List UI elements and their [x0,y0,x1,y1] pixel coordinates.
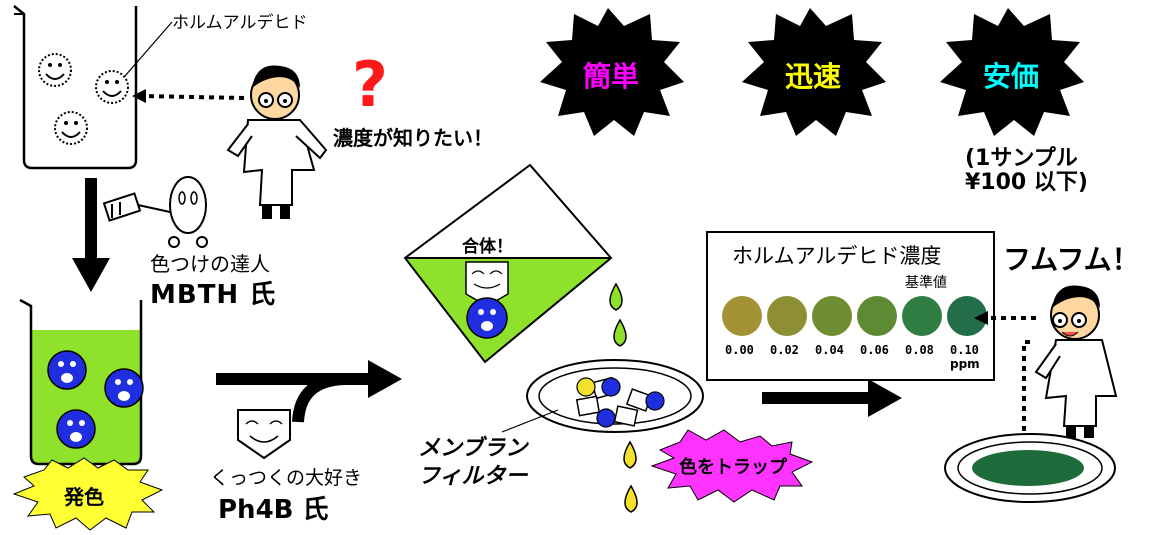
badge-cheap: 安価 [940,8,1084,136]
beaker-top [13,5,138,170]
swatch-value-0.04: 0.04 [815,343,844,357]
mbth-character [102,176,208,248]
color-chart-swatches [722,296,987,336]
membrane-pointer-line [501,409,559,433]
green-drop [609,282,623,311]
coloring-master-label: 色つけの達人 [150,252,270,276]
badge-cheap-text: 安価 [983,60,1039,93]
badge-easy-text: 簡単 [583,60,639,93]
formaldehyde-label: ホルムアルデヒド [172,13,308,33]
badge-easy: 簡単 [540,8,684,136]
want-concentration-label: 濃度が知りたい！ [333,126,493,150]
color-swatch-0.04 [812,296,852,336]
swatch-value-0.10: 0.10 [950,343,979,357]
merge-arrowhead [368,360,402,398]
combine-label: 合体！ [462,237,513,257]
question-mark: ? [352,48,388,121]
formaldehyde-molecule [95,70,129,104]
yellow-drop [623,440,637,469]
membrane-label-line2: フィルター [418,464,528,489]
swatch-value-0.02: 0.02 [770,343,799,357]
result-arrowhead [868,379,902,417]
swatch-value-0.06: 0.06 [860,343,889,357]
formaldehyde-molecule [38,53,72,87]
color-swatch-0.06 [857,296,897,336]
color-development-starburst [12,457,164,531]
swatch-value-0.00: 0.00 [725,343,754,357]
down-arrowhead [72,258,110,292]
sticky-lover-label: くっつくの大好き [210,467,363,489]
compare-arrowhead [974,311,988,325]
swatch-value-0.08: 0.08 [905,343,934,357]
scientist-curious [226,65,328,219]
badge-fast: 迅速 [742,8,886,136]
look-arrowhead [132,89,146,103]
sample-cost-line2: ¥100 以下) [965,170,1088,195]
color-swatch-0.02 [767,296,807,336]
funnel [403,163,613,364]
mbth-label: MBTH 氏 [150,280,277,310]
formaldehyde-molecule [54,111,88,145]
standard-value-label: 基準値 [905,275,947,291]
color-swatch-0.10 [947,296,987,336]
yellow-drop [624,484,638,513]
ph4b-label: Ph4B 氏 [218,495,329,525]
unit-label: ppm [950,357,980,371]
color-swatch-0.00 [722,296,762,336]
ph4b-character [237,409,291,460]
scientist-satisfied [1034,285,1118,438]
color-development-label: 発色 [63,485,104,509]
colored-molecule [56,409,96,449]
colored-molecule [47,350,87,390]
trap-color-starburst [650,429,814,503]
membrane-dish [526,359,704,433]
result-filter-dish [944,433,1116,503]
membrane-label-line1: メンブラン [418,436,528,461]
fumufumu-label: フムフム！ [1003,243,1140,276]
badge-fast-text: 迅速 [785,60,841,93]
trap-color-label: 色をトラップ [679,456,788,478]
colored-molecule [104,368,144,408]
merge-arrow-curve [292,373,346,423]
color-swatch-0.08 [902,296,942,336]
sample-cost-line1: (1サンプル [965,146,1078,171]
green-drop [613,318,627,347]
look-down-arrow-line [1022,340,1030,442]
color-chart-title: ホルムアルデヒド濃度 [732,244,942,268]
formaldehyde-pointer-line [124,21,173,77]
look-arrow-line [141,94,245,100]
